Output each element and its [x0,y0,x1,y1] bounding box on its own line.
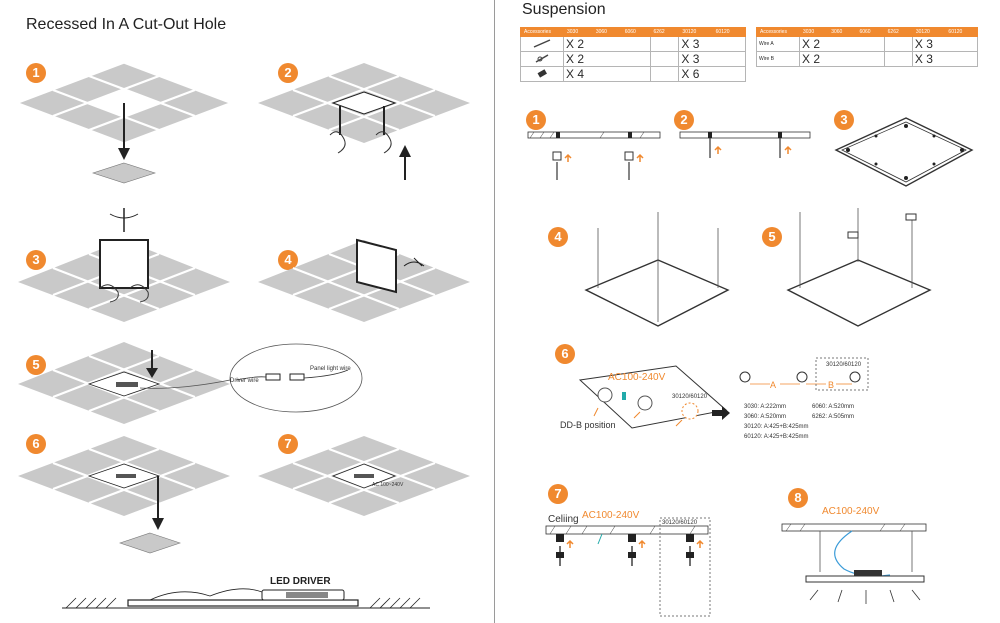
step6-box-label: 30120/60120 [826,362,862,368]
left-step-4-badge: 4 [278,250,298,270]
dims-row: 6262: A:505mm [812,414,855,420]
qty-a: X 2 [799,51,885,67]
dims-row: 30120: A:425+B:425mm [744,424,809,430]
left-step-3-badge: 3 [26,250,46,270]
right-step-8-badge: 8 [788,488,808,508]
table-row: X 2 X 3 [520,36,746,52]
step7-box-label: 30120/60120 [662,520,698,526]
right-step-1-badge: 1 [526,110,546,130]
step7-ac-label: AC100-240V [582,510,640,521]
dims-row: 6060: A:520mm [812,404,855,410]
anchor-icon [520,66,564,82]
left-step-2-badge: 2 [278,63,298,83]
small-driver-text: AC 100~240V [372,482,404,488]
dims-row: 3060: A:520mm [744,414,787,420]
accessories-table-1: Accessories 3030 3060 6060 6262 30120 60… [520,27,747,82]
right-step-2-badge: 2 [674,110,694,130]
table-header-row: Accessories 3030 3060 6060 6262 30120 60… [520,27,747,37]
step8-ac-label: AC100-240V [822,506,880,517]
qty-a: X 4 [563,66,651,82]
accessories-table-2: Accessories 3030 3060 6060 6262 30120 60… [756,27,979,67]
right-step-4-badge: 4 [548,227,568,247]
step7-ceiling-label: Celiing [548,514,579,525]
step6-dd-label: DD-B position [560,420,616,430]
panel-light-wire-label: Panel light wire [310,366,351,372]
step6-ac-label: AC100-240V [608,372,666,383]
left-step-5-badge: 5 [26,355,46,375]
dims-row: 60120: A:425+B:425mm [744,434,809,440]
left-step-6-badge: 6 [26,434,46,454]
qty-b: X 3 [911,36,979,52]
right-section-title: Suspension [522,1,606,18]
step6-size-label: 30120/60120 [672,394,708,400]
step6-a-label: A [770,380,777,390]
page-divider [494,0,495,623]
right-step-3-badge: 3 [834,110,854,130]
table-row: Wire B X 2 X 3 [756,51,979,67]
qty-b: X 6 [678,66,746,82]
right-step-7-badge: 7 [548,484,568,504]
right-step-5-badge: 5 [762,227,782,247]
dims-row: 3030: A:222mm [744,404,787,410]
step6-b-label: B [828,380,835,390]
wire-b-label: Wire B [756,51,800,67]
left-step-7-badge: 7 [278,434,298,454]
qty-b: X 3 [911,51,979,67]
left-step-1-badge: 1 [26,63,46,83]
table-row: X 4 X 6 [520,66,746,82]
right-step-6-badge: 6 [555,344,575,364]
led-driver-label: LED DRIVER [270,576,331,587]
driver-wire-label: Driver wire [230,378,259,384]
left-section-title: Recessed In A Cut-Out Hole [26,16,227,33]
clamp-icon [520,51,564,67]
